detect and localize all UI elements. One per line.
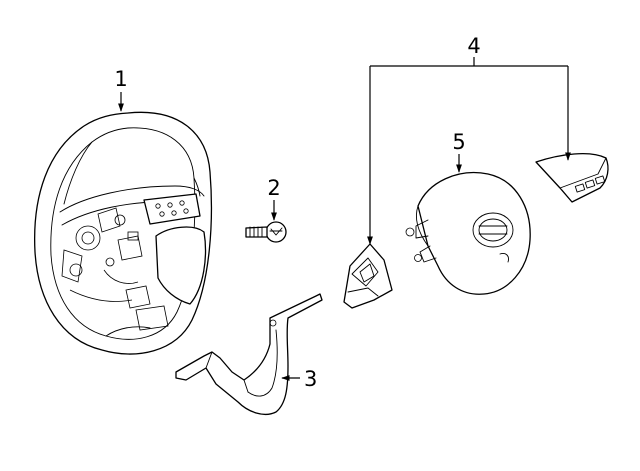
right-switch-part [535, 153, 609, 203]
left-switch-part [343, 243, 393, 309]
bolt-part [245, 221, 287, 243]
callout-2: 2 [267, 176, 280, 200]
airbag-module-part [405, 172, 531, 295]
leader-4 [367, 57, 571, 245]
callout-5: 5 [452, 130, 465, 154]
callout-1: 1 [114, 67, 127, 91]
callout-4: 4 [467, 34, 480, 58]
callout-3: 3 [304, 367, 317, 391]
steering-wheel-part [33, 111, 213, 355]
lower-cover-part [175, 293, 323, 416]
